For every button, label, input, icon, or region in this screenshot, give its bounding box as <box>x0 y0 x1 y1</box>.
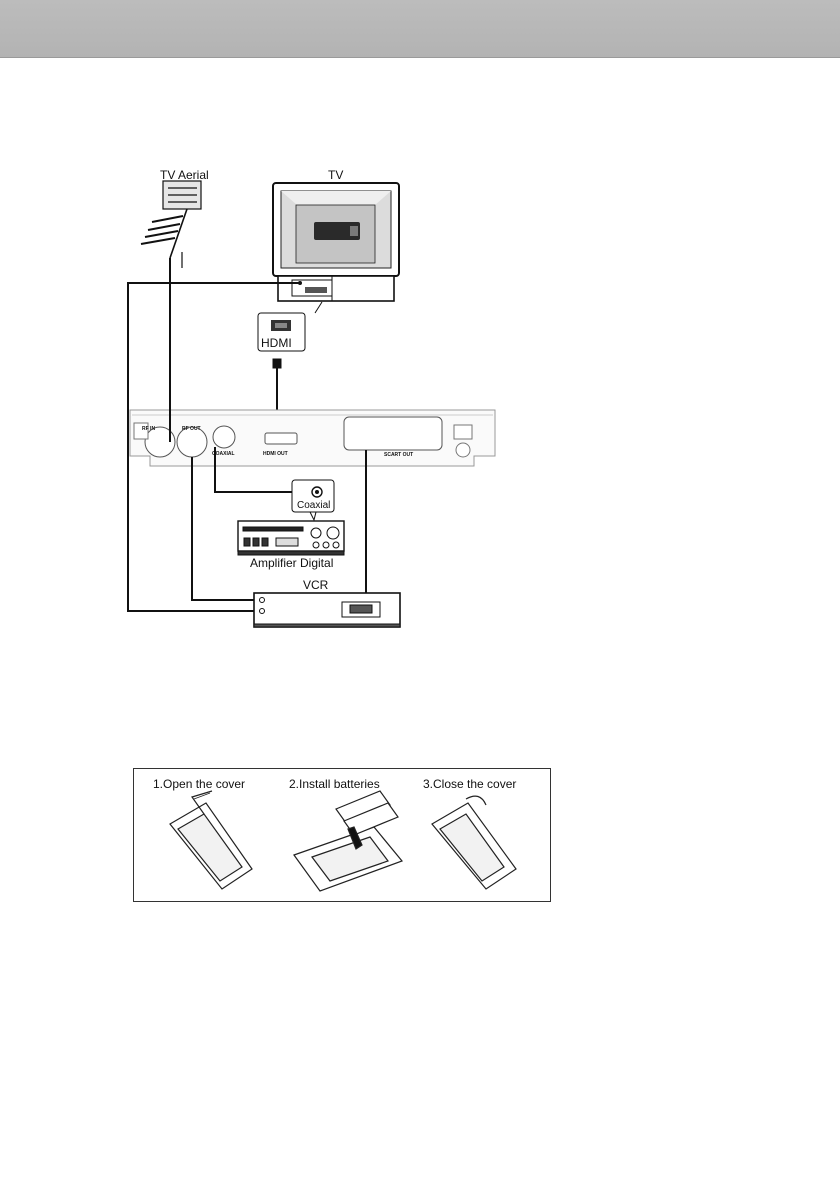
remote-open-cover-icon <box>170 791 252 889</box>
scart-out-label: SCART OUT <box>384 452 413 458</box>
coaxial-callout-label: Coaxial <box>297 500 330 511</box>
remote-install-batteries-icon <box>294 791 402 891</box>
amplifier-icon <box>238 521 344 555</box>
vcr-label: VCR <box>303 578 329 592</box>
battery-illustrations <box>134 769 550 901</box>
hdmi-out-label: HDMI OUT <box>263 451 288 457</box>
hdmi-label: HDMI <box>261 336 292 350</box>
tv-aerial-icon <box>141 181 201 268</box>
receiver-rear-panel <box>130 410 495 466</box>
battery-installation-panel: 1.Open the cover 2.Install batteries 3.C… <box>133 768 551 902</box>
amplifier-label: Amplifier Digital <box>250 556 333 570</box>
remote-close-cover-icon <box>432 796 516 889</box>
rf-in-label: RF IN <box>142 426 155 432</box>
tv-label: TV <box>328 168 343 182</box>
rf-out-label: RF OUT <box>182 426 201 432</box>
tv-aerial-label: TV Aerial <box>160 168 209 182</box>
vcr-icon <box>254 593 400 627</box>
